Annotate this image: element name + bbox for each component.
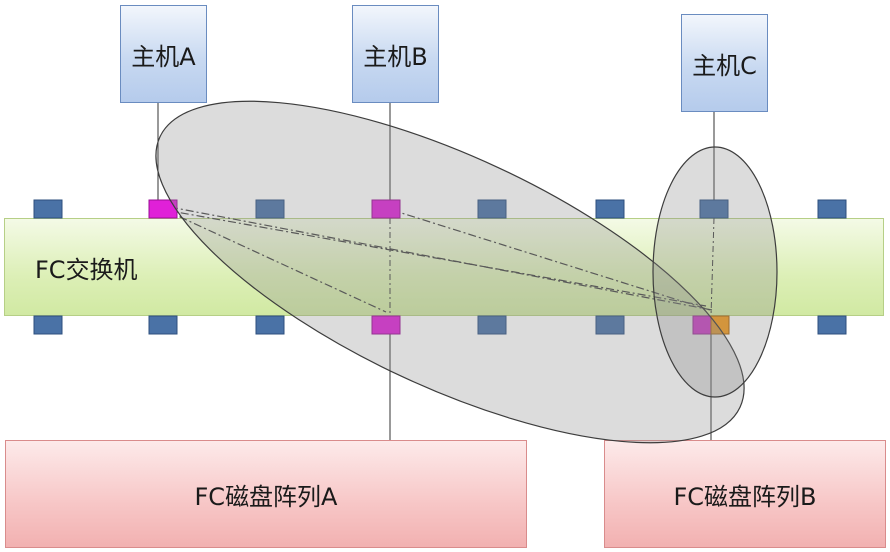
disk-array-b-label: FC磁盘阵列B	[673, 482, 817, 511]
zone-path	[164, 209, 707, 307]
host-c: 主机C	[681, 14, 768, 112]
fc-switch: FC交换机	[4, 218, 884, 316]
host-b-label: 主机B	[363, 42, 428, 71]
port	[371, 199, 401, 219]
fc-switch-label: FC交换机	[35, 255, 138, 284]
port	[477, 315, 507, 335]
port	[33, 199, 63, 219]
bottom-ports	[33, 315, 847, 335]
zone-path	[391, 209, 711, 311]
host-a: 主机A	[120, 5, 207, 103]
host-c-inner-link	[710, 217, 715, 317]
top-ports	[33, 199, 847, 219]
host-a-label: 主机A	[131, 42, 196, 71]
disk-array-b: FC磁盘阵列B	[604, 440, 886, 548]
port	[595, 199, 625, 219]
zone-b-ellipse	[652, 146, 778, 398]
zone-a-ellipse	[155, 100, 745, 444]
port	[255, 199, 285, 219]
port	[148, 199, 178, 219]
port	[371, 315, 401, 335]
port	[33, 315, 63, 335]
port	[817, 315, 847, 335]
disk-array-a: FC磁盘阵列A	[5, 440, 527, 548]
port	[699, 199, 729, 219]
port	[477, 199, 507, 219]
disk-array-a-label: FC磁盘阵列A	[194, 482, 338, 511]
port	[148, 315, 178, 335]
zone-path	[169, 206, 713, 311]
port	[710, 315, 730, 335]
port	[255, 315, 285, 335]
port	[595, 315, 625, 335]
host-b: 主机B	[352, 5, 439, 103]
host-c-label: 主机C	[692, 51, 757, 80]
port	[817, 199, 847, 219]
